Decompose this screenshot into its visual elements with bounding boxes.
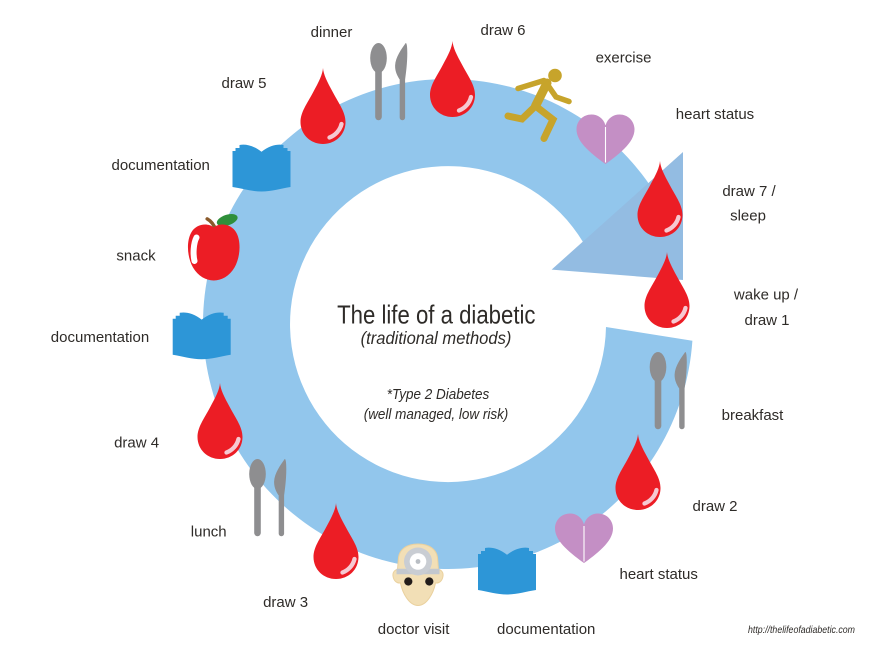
svg-text:documentation: documentation: [51, 329, 149, 346]
svg-text:snack: snack: [116, 248, 156, 265]
svg-text:draw 3: draw 3: [263, 594, 308, 611]
svg-text:draw 4: draw 4: [114, 435, 159, 452]
svg-text:heart status: heart status: [676, 106, 754, 123]
svg-text:breakfast: breakfast: [722, 407, 785, 424]
svg-text:documentation: documentation: [111, 157, 209, 174]
svg-text:http://thelifeofadiabetic.com: http://thelifeofadiabetic.com: [748, 624, 855, 636]
svg-text:draw 5: draw 5: [221, 75, 266, 92]
svg-text:draw 2: draw 2: [692, 498, 737, 515]
svg-text:lunch: lunch: [191, 524, 227, 541]
svg-text:*Type 2 Diabetes: *Type 2 Diabetes: [387, 386, 489, 403]
svg-text:doctor visit: doctor visit: [378, 621, 451, 638]
svg-text:draw 1: draw 1: [744, 312, 789, 329]
svg-text:The life of a diabetic: The life of a diabetic: [337, 301, 535, 330]
svg-text:draw 6: draw 6: [480, 22, 525, 39]
svg-text:exercise: exercise: [596, 50, 652, 67]
svg-text:heart status: heart status: [620, 566, 698, 583]
svg-text:documentation: documentation: [497, 621, 595, 638]
svg-text:(traditional methods): (traditional methods): [361, 329, 512, 349]
svg-text:(well managed, low risk): (well managed, low risk): [364, 406, 509, 423]
svg-text:wake up /: wake up /: [733, 287, 799, 304]
svg-text:draw 7 /: draw 7 /: [722, 183, 776, 200]
svg-text:sleep: sleep: [730, 208, 766, 225]
svg-text:dinner: dinner: [311, 24, 353, 41]
